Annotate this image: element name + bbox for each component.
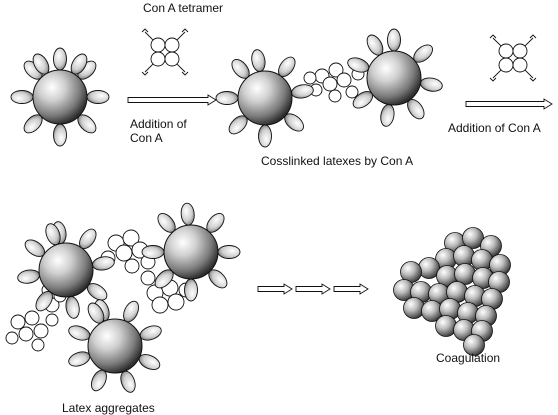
cluster-sphere-20 (403, 297, 425, 319)
link-subunit (122, 229, 140, 247)
lobe-7 (17, 269, 40, 284)
tetramer-layer (141, 28, 537, 82)
lobe-1 (251, 49, 266, 72)
crosslinked-label: Cosslinked latexes by Con A (261, 154, 414, 168)
lobe-3 (139, 325, 162, 341)
lobe-1 (387, 28, 401, 52)
arm-tip (181, 28, 189, 33)
latex-particle-1 (10, 47, 110, 147)
subunit (512, 57, 528, 73)
lobe-3 (217, 245, 241, 259)
lobe-3 (420, 77, 443, 92)
cluster-sphere-25 (435, 315, 457, 337)
link-subunit (140, 270, 156, 286)
addition-label-1-line1: Addition of (130, 117, 187, 131)
latex-particle-5 (141, 202, 241, 302)
link-subunit (167, 293, 185, 311)
sphere (32, 69, 88, 125)
arm (144, 63, 154, 73)
arm-tip (529, 77, 537, 82)
arm-tip (141, 71, 149, 76)
lobe-3 (291, 84, 314, 99)
link-subunit (24, 310, 40, 326)
lobe-5 (120, 370, 136, 393)
lobe-7 (68, 351, 91, 367)
sphere (163, 224, 219, 280)
arm (524, 37, 534, 47)
con-a-tetramer-top (141, 28, 189, 76)
link-subunit (124, 258, 140, 274)
link-subunit (345, 85, 359, 99)
arm-tip (489, 77, 497, 82)
coagulation-label: Coagulation (436, 351, 501, 365)
link-subunit (151, 296, 169, 314)
lobe-5 (65, 296, 80, 319)
link-subunit (45, 313, 59, 327)
arrow-addition-1 (127, 94, 217, 106)
lobe-7 (141, 245, 165, 259)
latex-aggregates-label: Latex aggregates (62, 401, 155, 415)
con-a-tetramer-label: Con A tetramer (143, 1, 224, 15)
crosslink-bridge-bottom-1 (100, 229, 156, 274)
arm-tip (489, 34, 497, 39)
particle-layer (10, 28, 443, 393)
latex-particle-4 (17, 221, 115, 319)
link-subunit (5, 331, 19, 345)
arm (176, 31, 186, 41)
addition-label-1-line2: Con A (130, 131, 163, 145)
lobe-1 (180, 202, 195, 226)
lobe-3 (86, 90, 110, 104)
latex-particle-3 (347, 28, 443, 127)
link-subunit (10, 314, 26, 330)
latex-particle-6 (68, 299, 162, 393)
arm-tip (181, 71, 189, 76)
coagulated-cluster (393, 227, 511, 356)
arrow-addition-2 (465, 98, 553, 110)
crosslink-bridge-bottom-3 (5, 310, 59, 352)
subunit (164, 51, 180, 67)
sphere (87, 318, 143, 374)
sphere (237, 70, 293, 126)
arm-tip (529, 34, 537, 39)
latex-particle-2 (215, 49, 314, 148)
arrow-layer (127, 94, 553, 295)
link-subunit (18, 326, 34, 342)
lobe-7 (10, 90, 34, 104)
lobe-8 (68, 325, 91, 341)
cluster-sphere-2 (462, 227, 484, 249)
lobe-7 (215, 91, 239, 105)
lobe-5 (380, 104, 395, 127)
cluster-sphere-28 (463, 334, 485, 356)
link-subunit (328, 62, 344, 78)
arrow-step-3 (333, 283, 369, 295)
link-subunit (33, 323, 49, 339)
arrow-step-2 (295, 283, 331, 295)
lobe-5 (53, 123, 67, 147)
sphere (366, 50, 422, 106)
con-a-tetramer-right (489, 34, 537, 82)
lobe-7 (347, 57, 370, 73)
arm (524, 69, 534, 79)
link-subunit (336, 72, 352, 88)
addition-label-2: Addition of Con A (448, 121, 541, 135)
lobe-5 (258, 124, 272, 148)
arm (144, 31, 154, 41)
arm (176, 63, 186, 73)
arm (492, 37, 502, 47)
link-subunit (31, 338, 45, 352)
link-subunit (303, 71, 317, 85)
link-subunit (115, 244, 133, 262)
lobe-5 (184, 278, 198, 302)
link-subunit (322, 76, 338, 92)
arrow-step-1 (257, 283, 293, 295)
arm (492, 69, 502, 79)
arm-tip (141, 28, 149, 33)
lobe-1 (53, 47, 67, 71)
sphere (38, 242, 94, 298)
link-subunit (328, 89, 342, 103)
